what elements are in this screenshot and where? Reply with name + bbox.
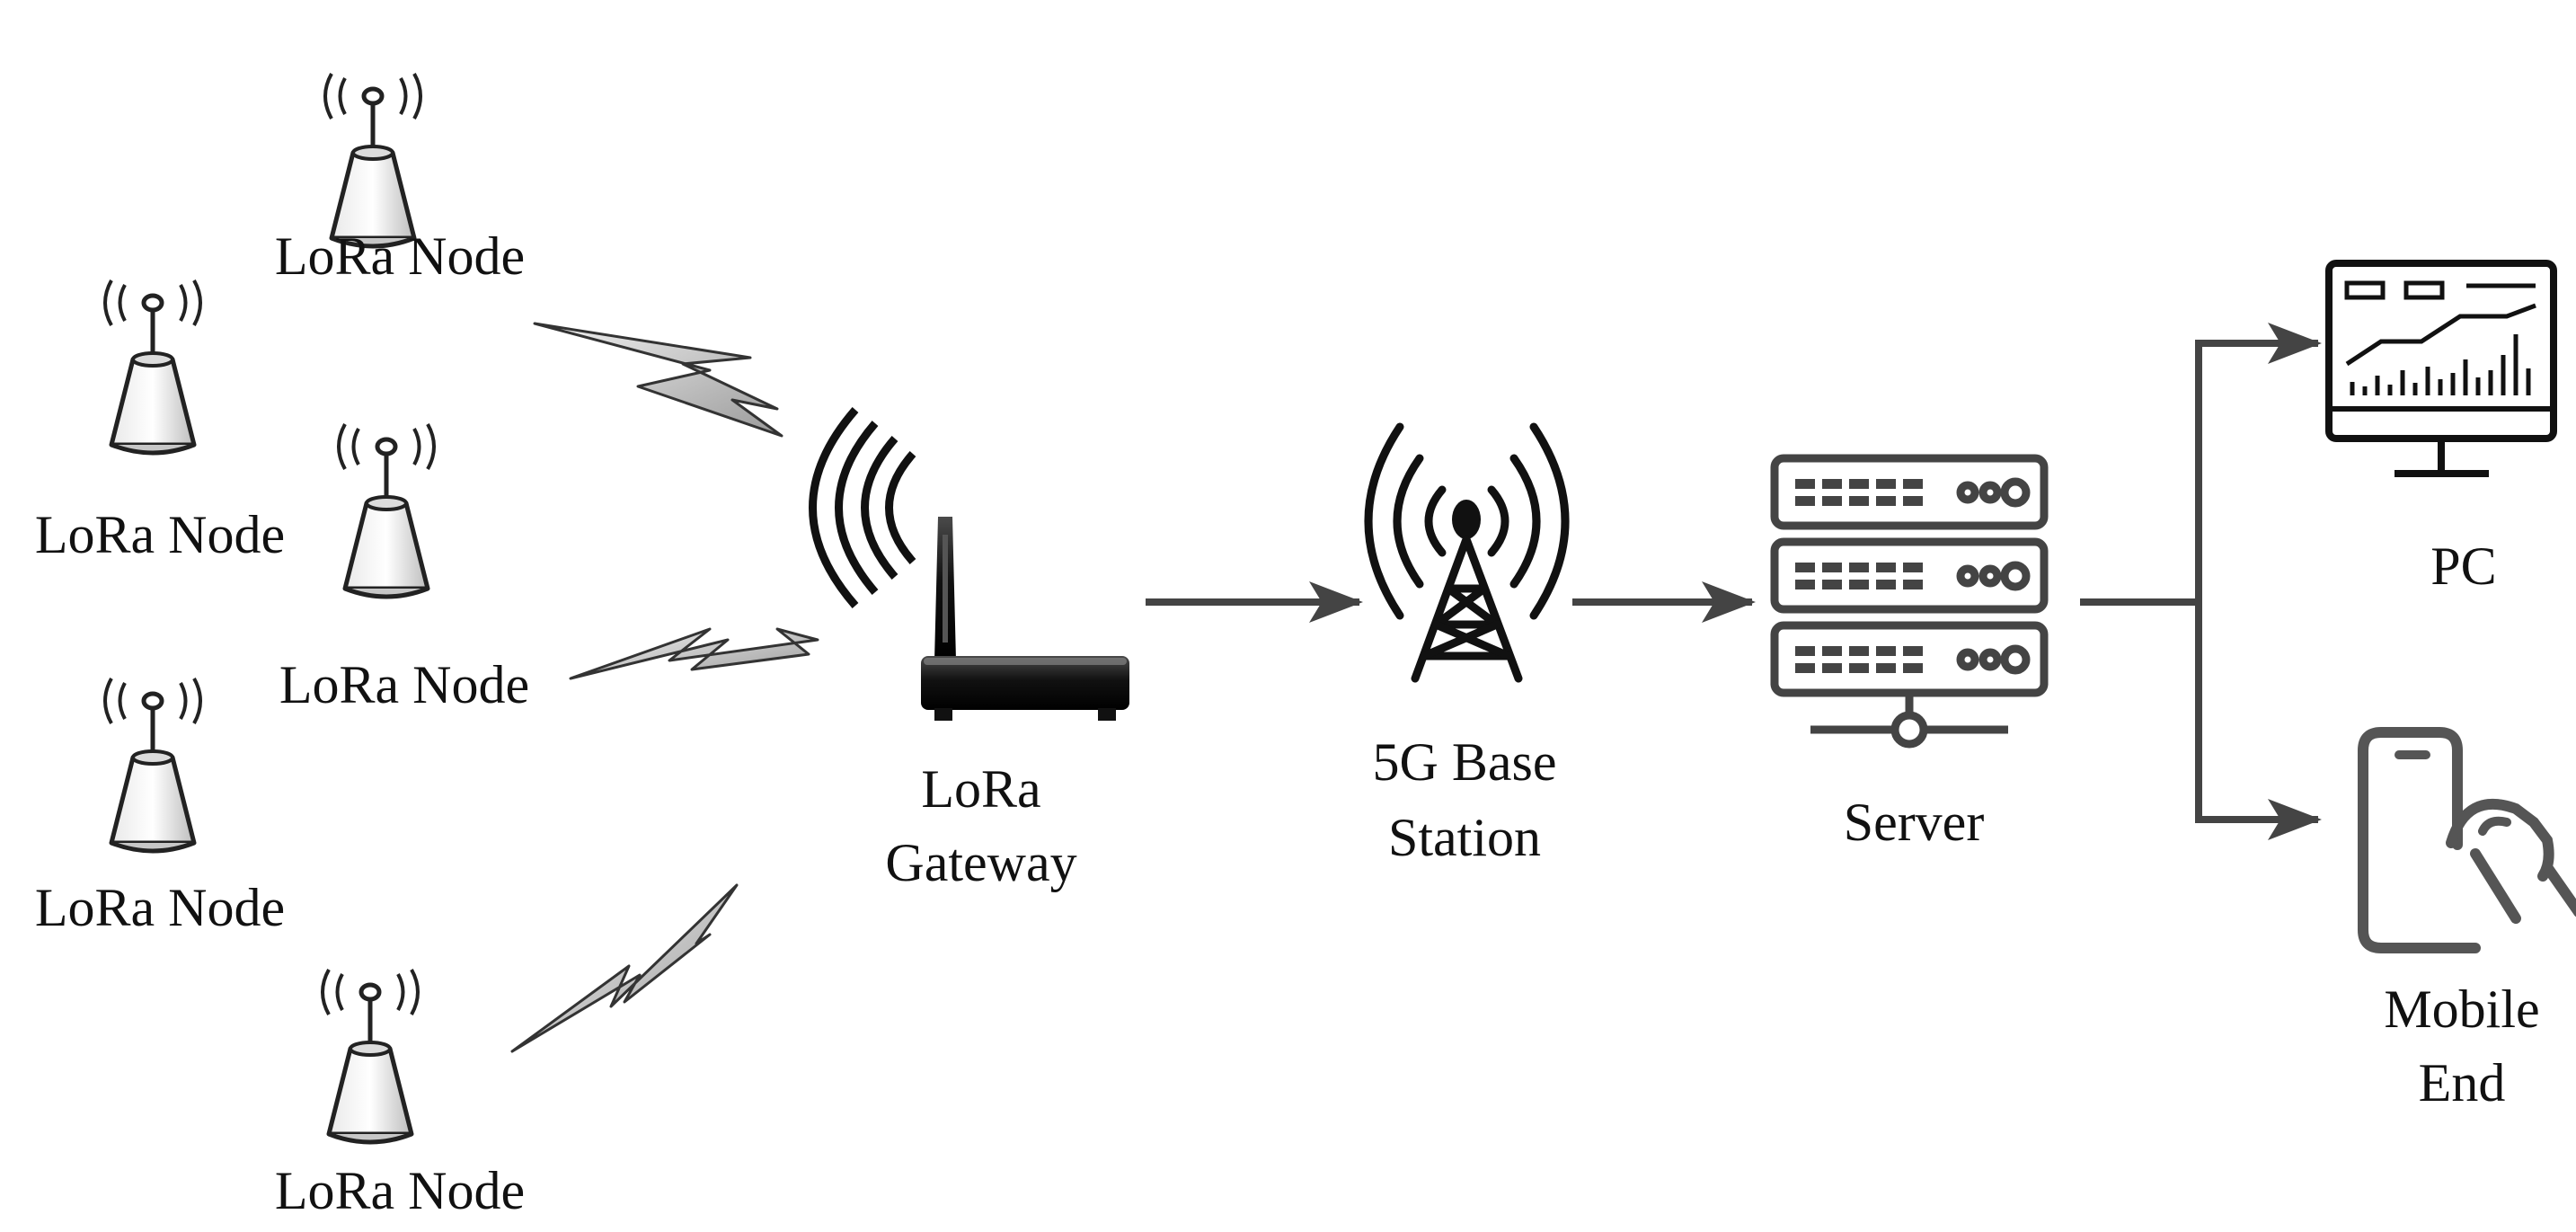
server-label: Server bbox=[1844, 793, 1985, 852]
lightning-bolt-icon bbox=[533, 322, 783, 438]
mobile-label-line-1: Mobile bbox=[2384, 979, 2539, 1039]
lora-node-1 bbox=[325, 74, 420, 246]
server-rack-icon bbox=[1770, 454, 2049, 749]
antenna-node-icon bbox=[339, 424, 434, 597]
branch-connector bbox=[2080, 323, 2322, 840]
lora-node-1-label: LoRa Node bbox=[275, 226, 525, 286]
gateway-label-line-2: Gateway bbox=[885, 833, 1076, 892]
server: Server bbox=[1770, 454, 2049, 852]
lora-node-2 bbox=[105, 280, 200, 453]
base-station: 5G Base Station bbox=[1364, 422, 1570, 867]
mobile-label-line-2: End bbox=[2419, 1053, 2506, 1112]
antenna-node-icon bbox=[323, 970, 418, 1142]
pc: PC bbox=[2325, 260, 2557, 596]
mobile-end: Mobile End bbox=[2358, 727, 2576, 1112]
lora-node-3 bbox=[339, 424, 434, 597]
antenna-node-icon bbox=[105, 280, 200, 453]
lightning-bolt-icon bbox=[569, 627, 819, 680]
lora-gateway: LoRa Gateway bbox=[809, 407, 1129, 892]
lora-node-4-label: LoRa Node bbox=[35, 878, 285, 937]
base-station-label-line-1: 5G Base bbox=[1373, 732, 1557, 792]
monitor-chart-icon bbox=[2325, 260, 2557, 477]
router-icon bbox=[809, 407, 1129, 721]
gateway-label-line-1: LoRa bbox=[921, 759, 1040, 819]
lightning-bolt-icon bbox=[510, 883, 739, 1053]
smartphone-touch-icon bbox=[2358, 727, 2576, 953]
lora-node-5 bbox=[323, 970, 418, 1142]
antenna-node-icon bbox=[325, 74, 420, 246]
lora-node-5-label: LoRa Node bbox=[275, 1161, 525, 1220]
lora-node-2-label: LoRa Node bbox=[35, 505, 285, 564]
base-station-label-line-2: Station bbox=[1388, 808, 1541, 867]
pc-label: PC bbox=[2430, 536, 2496, 596]
lora-node-3-label: LoRa Node bbox=[279, 655, 529, 714]
antenna-node-icon bbox=[105, 678, 200, 851]
lora-node-4 bbox=[105, 678, 200, 851]
cell-tower-icon bbox=[1364, 422, 1570, 683]
